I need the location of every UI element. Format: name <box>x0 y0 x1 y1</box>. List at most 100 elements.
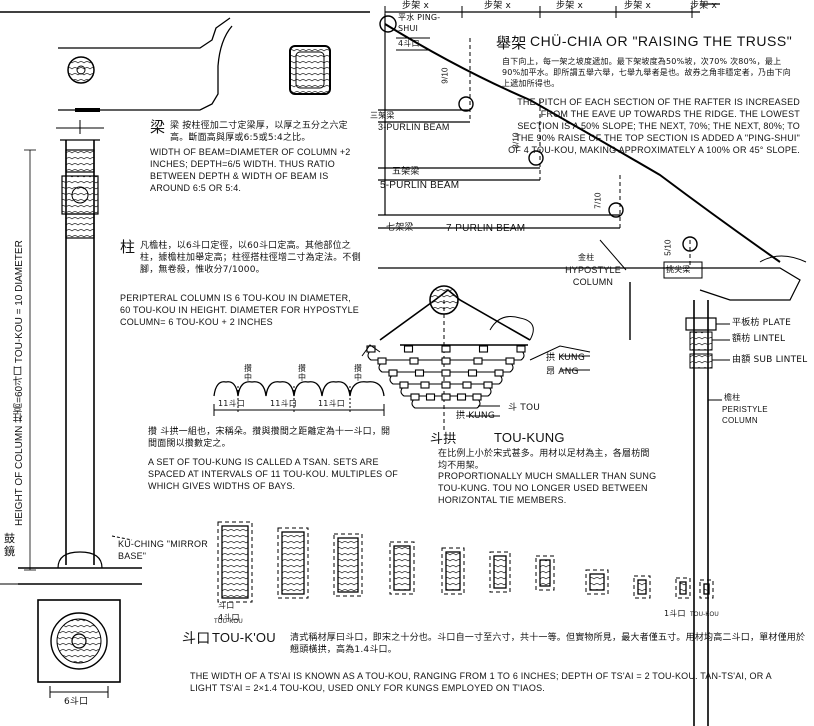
tou-block <box>377 357 387 365</box>
tsan-note-en: A SET OF TOU-KUNG IS CALLED A TSAN. SETS… <box>148 457 398 491</box>
beam-note-en: WIDTH OF BEAM=DIAMETER OF COLUMN +2 INCH… <box>150 147 351 193</box>
toukung-note-zh: 在比例上小於宋式甚多。用材以足材為主，各層枋間均不用栔。 <box>438 449 650 471</box>
module-dim-small-2: 1斗口 <box>664 609 686 618</box>
ping-shui-label: 平水 PING-SHUI <box>398 13 441 33</box>
tou-block <box>425 393 436 401</box>
toukung-title-en: TOU-KUNG <box>494 430 565 445</box>
peripteral-column <box>0 120 142 698</box>
scale-label: 步架 x <box>690 1 717 11</box>
bay-mark: 攢中 <box>244 364 253 382</box>
mirror-base-zh: 鼓鏡 <box>4 532 16 558</box>
toukou-note-zh: 清式稱材厚曰斗口，即宋之十分也。斗口自一寸至六寸，共十一等。但實物所見，最大者僅… <box>290 633 806 655</box>
beam-3-zh: 三架梁 <box>370 111 395 120</box>
tou-kou-section-outline <box>333 533 363 597</box>
tou-kou-section-outline <box>389 541 415 595</box>
tsan-spacing-profile <box>213 381 385 416</box>
tou-block <box>473 357 483 365</box>
tou-kou-section <box>221 525 249 599</box>
column-note-en: PERIPTERAL COLUMN IS 6 TOU-KOU IN DIAMET… <box>120 293 360 327</box>
tou-kou-section <box>703 583 710 595</box>
column-label-zh: 柱 <box>120 238 136 256</box>
tou-kou-section <box>679 581 687 595</box>
peristyle-zh: 檐柱 <box>724 393 741 402</box>
toukou-title-zh: 斗口 <box>182 631 211 647</box>
scale-label: 步架 x <box>484 1 511 11</box>
tou-kou-section-outline <box>277 527 309 599</box>
beam-note-zh: 梁 按柱徑加二寸定梁厚，以厚之五分之六定高。斷面高與厚或6:5或5:4之比。 <box>170 121 348 143</box>
scale-label: 步架 x <box>624 1 651 11</box>
tou-block <box>494 369 504 377</box>
toukou-title-en: TOU-K'OU <box>212 630 276 645</box>
truss-diagram <box>378 14 807 726</box>
kung-arm <box>411 397 481 409</box>
tou-block <box>478 345 489 353</box>
module-dim-zh: 斗口 <box>218 601 235 610</box>
tou-block <box>388 369 398 377</box>
module-dim-en-2: TOU-KOU <box>690 612 719 618</box>
bay-label: 11斗口 <box>218 399 245 408</box>
tou-block <box>420 381 430 389</box>
raising-note-en: THE PITCH OF EACH SECTION OF THE RAFTER … <box>508 97 800 155</box>
tou-kou-section-outline <box>699 579 714 599</box>
toukung-title-zh: 斗拱 <box>430 432 457 447</box>
beam-7-en: 7-PURLIN BEAM <box>446 223 526 234</box>
bracket-zh: 挑尖梁 <box>666 265 691 274</box>
plate-label: 平板枋 PLATE <box>732 318 791 328</box>
tou-block <box>410 393 420 401</box>
hypostyle-zh: 金柱 <box>578 253 595 262</box>
tou-kou-section <box>493 555 507 589</box>
raising-title-en: CHÜ-CHIA OR "RAISING THE TRUSS" <box>530 33 793 49</box>
tou-block <box>462 381 472 389</box>
tou-kou-section <box>393 545 411 591</box>
beam-7-zh: 七架梁 <box>386 223 414 233</box>
tou-block <box>441 357 451 365</box>
tou-kou-section-outline <box>633 575 651 599</box>
tou-block <box>516 345 526 353</box>
tou-label: 斗 TOU <box>508 403 541 413</box>
tou-block <box>441 369 451 377</box>
ratio-label: 7/10 <box>593 192 603 209</box>
module-dim-en: TOU-KOU <box>214 619 243 625</box>
bay-label: 11斗口 <box>270 399 297 408</box>
module-dim-small: 4斗口 <box>218 613 240 622</box>
tou-kou-section <box>337 537 359 593</box>
tou-kou-section-outline <box>217 521 253 603</box>
tou-kou-section <box>445 551 461 591</box>
tou-block <box>505 357 515 365</box>
column-note-zh: 凡檐柱，以6斗口定徑，以60斗口定高。其他部位之柱，據檐柱加舉定高；柱徑搭柱徑增… <box>140 241 361 275</box>
tou-block <box>472 393 482 401</box>
scale-label: 步架 x <box>556 1 583 11</box>
ratio-label: 5/10 <box>663 239 673 256</box>
tou-block <box>441 345 451 353</box>
tou-block <box>483 381 493 389</box>
bay-mark: 攢中 <box>354 364 363 382</box>
scale-bar <box>0 3 720 18</box>
lintel-label: 額枋 LINTEL <box>732 334 786 344</box>
tou-kou-section-outline <box>441 547 465 595</box>
tsan-note-zh: 攢 斗拱一組也，宋稱朵。攢與攢間之距離定為十一斗口，開間面闊以攢數定之。 <box>148 427 391 449</box>
scale-label: 步架 x <box>402 1 429 11</box>
beam-5-en: 5-PURLIN BEAM <box>380 180 460 191</box>
tou-kou-section <box>281 531 305 595</box>
kung-label-2: 拱 KUNG <box>456 411 496 421</box>
tou-block <box>441 381 451 389</box>
ratio-label: 9/10 <box>440 67 450 84</box>
tou-kou-section-outline <box>489 551 511 593</box>
tou-block <box>467 369 478 377</box>
tou-kou-section-outline <box>535 555 555 591</box>
column-height-label: HEIGHT OF COLUMN 柱高=60斗口 TOU-KOU = 10 DI… <box>14 240 25 526</box>
sub-lintel-label: 由額 SUB LINTEL <box>732 355 808 365</box>
beam-3-en: 3-PURLIN BEAM <box>378 122 450 132</box>
toukou-note-en: THE WIDTH OF A TS'AI IS KNOWN AS A TOU-K… <box>190 671 772 693</box>
beam-5-zh: 五架梁 <box>392 167 420 177</box>
tou-block <box>409 357 419 365</box>
tou-kou-section <box>539 559 551 587</box>
toukung-note-en: PROPORTIONALLY MUCH SMALLER THAN SUNG TO… <box>438 471 657 505</box>
tou-kou-section-outline <box>585 569 609 595</box>
tou-kou-section <box>637 579 647 595</box>
tou-block <box>399 381 409 389</box>
tou-kung-bracket-set <box>361 285 591 430</box>
beam-end-detail <box>58 17 331 112</box>
